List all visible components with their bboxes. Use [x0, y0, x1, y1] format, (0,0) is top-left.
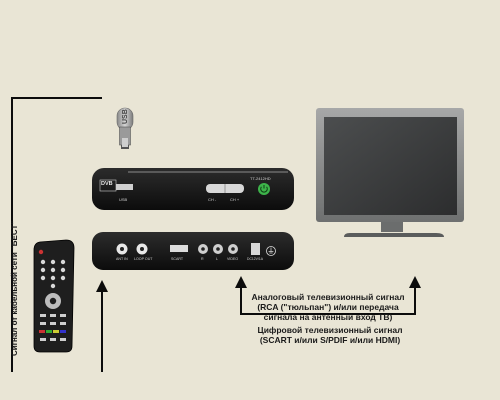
video-label: VIDEO [227, 257, 239, 261]
dvb-logo: DVB [101, 181, 113, 187]
analog-line-2: (RCA ("тюльпан") и/или передача [257, 302, 399, 312]
usb-stick-label: USB [122, 109, 129, 124]
l-label: L [216, 257, 218, 261]
scart-label: SCART [171, 257, 184, 261]
digital-signal-caption: Цифровой телевизионный сигнал (SCART и/и… [230, 325, 430, 345]
loop-out-label: LOOP OUT [134, 257, 153, 261]
usb-port[interactable] [116, 184, 133, 190]
model-label: TT-2412HD [250, 176, 271, 181]
usb-port-label: USB [119, 197, 128, 202]
digital-line-1: Цифровой телевизионный сигнал [257, 325, 403, 335]
receiver-front [92, 168, 294, 210]
power-input-label: DC12V/1A [247, 257, 264, 261]
analog-signal-caption: Аналоговый телевизионный сигнал (RCA ("т… [228, 292, 428, 322]
tv-set [316, 108, 464, 237]
receiver-back [92, 232, 294, 270]
ant-in-label: ANT IN [116, 257, 128, 261]
analog-line-1: Аналоговый телевизионный сигнал [251, 292, 405, 302]
scart-connector[interactable] [170, 245, 188, 252]
analog-line-3: сигнала на антенный вход ТВ) [263, 312, 393, 322]
digital-line-2: (SCART и/или S/PDIF и/или HDMI) [259, 335, 401, 345]
remote-control [33, 239, 75, 353]
ch-up-label: CH + [230, 197, 240, 202]
ch-down-label: CH - [208, 197, 217, 202]
cable-signal-arrow [11, 97, 108, 372]
power-button[interactable] [258, 183, 270, 195]
r-label: R [201, 257, 204, 261]
ground-icon [266, 246, 276, 256]
usb-stick [116, 107, 134, 149]
output-signal-arrow [235, 276, 421, 315]
dc-power-jack[interactable] [251, 243, 260, 255]
cable-signal-label: Сигнал от кабельной сети "БЕСТ" [10, 220, 19, 356]
